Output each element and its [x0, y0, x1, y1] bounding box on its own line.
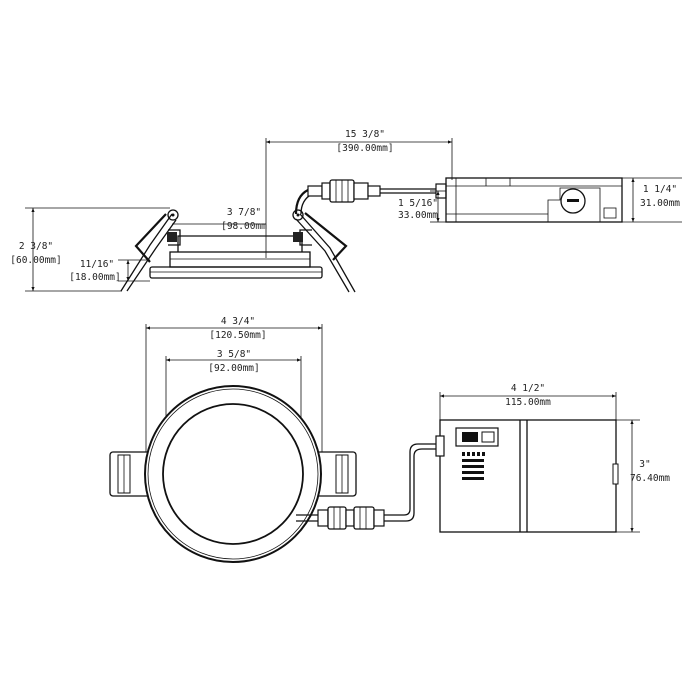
fixture-height-metric: [60.00mm]	[10, 255, 61, 266]
box-width-imperial: 3"	[639, 459, 650, 470]
overall-length-imperial: 15 3/8"	[345, 129, 385, 140]
side-view: 15 3/8" [390.00mm]	[10, 129, 682, 293]
top-view: 4 3/4" [120.50mm] 3 5/8" [92.00mm]	[109, 316, 670, 563]
overall-length-metric: [390.00mm]	[336, 143, 393, 154]
fixture-height-imperial: 2 3/8"	[19, 241, 53, 252]
right-spring-clip	[292, 209, 356, 293]
cable-offset-dimension: 1 5/16" 33.00mm	[398, 190, 446, 223]
box-length-metric: 115.00mm	[505, 397, 551, 408]
trim-to-wire-metric: [98.00mm	[221, 221, 267, 232]
trim-diameter-imperial: 4 3/4"	[221, 316, 255, 327]
trim-to-wire-imperial: 3 7/8"	[227, 207, 261, 218]
trim-side-profile	[149, 235, 323, 279]
junction-box-side	[445, 177, 623, 223]
aperture-diameter-imperial: 3 5/8"	[217, 349, 251, 360]
junction-box-top	[435, 419, 619, 533]
trim-to-wire-dimension: 3 7/8" [98.00mm	[172, 207, 267, 232]
trim-depth-metric: [18.00mm]	[69, 272, 120, 283]
box-width-metric: 76.40mm	[630, 473, 670, 484]
box-length-imperial: 4 1/2"	[511, 383, 545, 394]
trim-ring	[144, 385, 322, 563]
wattage-selector-marks	[462, 452, 485, 480]
fixture-height-dimension: 2 3/8" [60.00mm]	[10, 207, 170, 292]
cable-offset-imperial: 1 5/16"	[398, 198, 438, 209]
top-cable-and-connector	[296, 443, 436, 530]
box-height-imperial: 1 1/4"	[643, 184, 677, 195]
aperture-diameter-metric: [92.00mm]	[208, 363, 259, 374]
box-height-dimension: 1 1/4" 31.00mm	[622, 177, 682, 223]
trim-depth-imperial: 11/16"	[80, 259, 114, 270]
trim-depth-dimension: 11/16" [18.00mm]	[69, 259, 150, 283]
overall-length-dimension: 15 3/8" [390.00mm]	[265, 129, 453, 258]
left-spring-clip	[120, 209, 181, 292]
box-length-dimension: 4 1/2" 115.00mm	[439, 383, 617, 420]
box-width-dimension: 3" 76.40mm	[616, 419, 670, 533]
box-height-metric: 31.00mm	[640, 198, 680, 209]
trim-diameter-dimension: 4 3/4" [120.50mm]	[145, 316, 323, 468]
cable-offset-metric: 33.00mm	[398, 210, 438, 221]
trim-diameter-metric: [120.50mm]	[209, 330, 266, 341]
